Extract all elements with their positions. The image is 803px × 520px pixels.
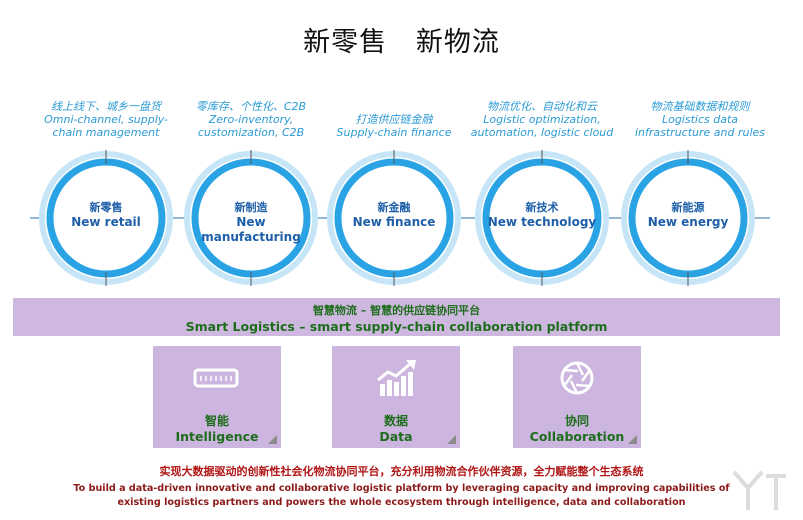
capability-label: 智能 Intelligence — [153, 414, 281, 444]
caption-en: Omni-channel, supply- — [44, 113, 168, 126]
ring-manufacturing — [184, 150, 318, 286]
label-cn: 新能源 — [671, 201, 705, 214]
capability-label: 数据 Data — [332, 414, 460, 444]
label-en: New technology — [487, 215, 597, 229]
pillar-caption-retail: 线上线下、城乡一盘货 Omni-channel, supply- chain m… — [31, 100, 181, 139]
platform-band: 智慧物流 – 智慧的供应链协同平台 Smart Logistics – smar… — [13, 298, 780, 336]
label-en: New energy — [647, 215, 729, 229]
pillar-rings — [30, 150, 770, 286]
footer-line: To build a data-driven innovative and co… — [73, 483, 730, 494]
capability-cn: 数据 — [383, 414, 408, 428]
pillar-caption-technology: 物流优化、自动化和云 Logistic optimization, automa… — [467, 100, 617, 139]
caption-en: Logistics data — [661, 113, 739, 126]
caption-en: Supply-chain finance — [336, 126, 452, 139]
ring-technology — [475, 150, 609, 286]
pillar-label-finance: 新金融 New finance — [334, 200, 454, 230]
caption-cn: 零库存、个性化、C2B — [195, 100, 307, 113]
ring-retail — [39, 150, 173, 286]
pillar-label-technology: 新技术 New technology — [482, 200, 602, 230]
caption-en: automation, logistic cloud — [470, 126, 614, 139]
chip-icon — [193, 368, 239, 388]
caption-en: Zero-inventory, — [208, 113, 294, 126]
footer-summary-en: To build a data-driven innovative and co… — [0, 482, 803, 510]
footer-line: existing logistics partners and powers t… — [117, 497, 686, 508]
capability-en: Collaboration — [529, 429, 625, 444]
pillar-label-manufacturing: 新制造 New manufacturing — [191, 200, 311, 245]
caption-en: customization, C2B — [197, 126, 305, 139]
platform-title-en: Smart Logistics – smart supply-chain col… — [185, 319, 608, 334]
capability-collaboration: 协同 Collaboration — [513, 346, 641, 448]
capability-label: 协同 Collaboration — [513, 414, 641, 444]
platform-title-cn: 智慧物流 – 智慧的供应链协同平台 — [312, 304, 481, 317]
label-cn: 新零售 — [89, 201, 123, 214]
capability-cn: 智能 — [204, 414, 229, 428]
footer-summary-cn: 实现大数据驱动的创新性社会化物流协同平台，充分利用物流合作伙伴资源，全力赋能整个… — [159, 465, 644, 478]
pillar-caption-finance: 打造供应链金融 Supply-chain finance — [319, 113, 469, 139]
caption-en: infrastructure and rules — [634, 126, 766, 139]
label-en: New retail — [71, 215, 141, 229]
pillar-caption-energy: 物流基础数据和规则 Logistics data infrastructure … — [625, 100, 775, 139]
growth-chart-icon — [377, 360, 416, 396]
capability-data: 数据 Data — [332, 346, 460, 448]
caption-en: Logistic optimization, — [483, 113, 601, 126]
label-en: New finance — [352, 215, 436, 229]
caption-cn: 物流基础数据和规则 — [650, 100, 750, 113]
capability-en: Intelligence — [175, 429, 259, 444]
label-cn: 新制造 — [234, 201, 268, 214]
label-en: manufacturing — [201, 230, 301, 244]
aperture-icon — [560, 361, 594, 395]
ring-energy — [621, 150, 755, 286]
page-title: 新零售 新物流 — [303, 27, 500, 58]
pillar-caption-manufacturing: 零库存、个性化、C2B Zero-inventory, customizatio… — [176, 100, 326, 139]
corner-marker — [268, 435, 277, 444]
label-en: New — [236, 215, 266, 229]
caption-en: chain management — [52, 126, 160, 139]
watermark-logo — [732, 470, 786, 510]
label-cn: 新技术 — [525, 201, 559, 214]
ring-finance — [327, 150, 461, 286]
capability-intelligence: 智能 Intelligence — [153, 346, 281, 448]
corner-marker — [628, 435, 637, 444]
caption-en: 打造供应链金融 — [355, 113, 433, 126]
corner-marker — [447, 435, 456, 444]
pillar-label-retail: 新零售 New retail — [46, 200, 166, 230]
capability-cn: 协同 — [564, 414, 589, 428]
caption-cn: 物流优化、自动化和云 — [487, 100, 597, 113]
pillar-label-energy: 新能源 New energy — [628, 200, 748, 230]
label-cn: 新金融 — [377, 201, 411, 214]
caption-cn: 线上线下、城乡一盘货 — [51, 100, 161, 113]
capability-en: Data — [379, 429, 413, 444]
